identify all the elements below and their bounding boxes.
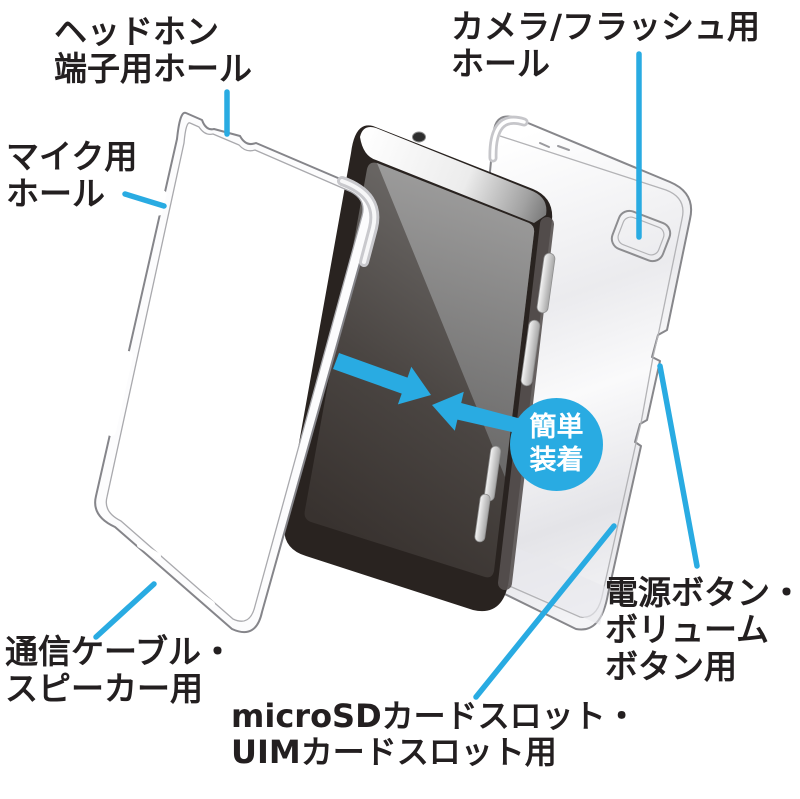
label-card-slots: microSDカードスロット・ UIMカードスロット用: [231, 697, 638, 771]
label-camera-flash-hole-line1: カメラ/フラッシュ用: [451, 7, 761, 46]
power-button: [474, 493, 491, 543]
volume-button: [520, 319, 541, 387]
label-headphone-hole-line2: 端子用ホール: [54, 48, 252, 88]
label-power-volume-line3: ボタン用: [605, 646, 737, 686]
side-buttons: [474, 252, 556, 543]
camera-flash-hole-cutout: [610, 209, 672, 263]
label-camera-flash-hole-line2: ホール: [451, 43, 550, 83]
leader-power-volume: [657, 363, 700, 569]
speaker-cutout: [137, 542, 161, 559]
leader-card-slots: [473, 523, 617, 700]
label-cable-speaker-line1: 通信ケーブル・: [5, 632, 235, 671]
side-opening-cutout: [106, 351, 133, 436]
front-case-inner-line: [105, 122, 364, 622]
easy-install-badge-line2: 装着: [529, 444, 584, 476]
leader-lines: [93, 51, 700, 700]
arrow-left-icon: [432, 391, 529, 435]
label-power-volume-line1: 電源ボタン・: [605, 573, 800, 612]
label-power-volume-line2: ボリューム: [605, 609, 770, 649]
front-case: [94, 111, 380, 634]
label-mic-hole-line2: ホール: [6, 173, 105, 213]
phone-top-face: [360, 127, 547, 223]
easy-install-badge-line1: 簡単: [529, 412, 584, 444]
label-mic-hole-line1: マイク用: [6, 137, 138, 176]
leader-mic-hole: [122, 191, 167, 209]
label-cable-speaker-line2: スピーカー用: [5, 668, 203, 708]
leader-cable-speaker: [93, 581, 157, 640]
label-headphone-hole-line1: ヘッドホン: [54, 12, 219, 51]
arrow-right-icon: [333, 353, 431, 405]
cable-cutout: [194, 590, 215, 607]
label-card-slots-line1: microSDカードスロット・: [231, 697, 638, 735]
phone-screen-glare: [377, 163, 535, 477]
back-case-corner-band-core: [491, 118, 526, 160]
easy-install-badge: 簡単 装着: [510, 398, 603, 491]
install-arrows: [333, 353, 529, 435]
label-camera-flash-hole: カメラ/フラッシュ用 ホール: [451, 7, 761, 83]
headphone-jack-hole: [412, 131, 426, 143]
volume-button: [536, 252, 556, 314]
label-power-volume: 電源ボタン・ ボリューム ボタン用: [605, 573, 800, 686]
back-case-top-vents: [539, 142, 570, 151]
front-case-corner-band-core: [340, 179, 377, 264]
label-cable-speaker: 通信ケーブル・ スピーカー用: [5, 632, 235, 708]
label-card-slots-line2: UIMカードスロット用: [231, 732, 557, 771]
label-mic-hole: マイク用 ホール: [6, 137, 138, 213]
label-headphone-hole: ヘッドホン 端子用ホール: [54, 12, 252, 88]
